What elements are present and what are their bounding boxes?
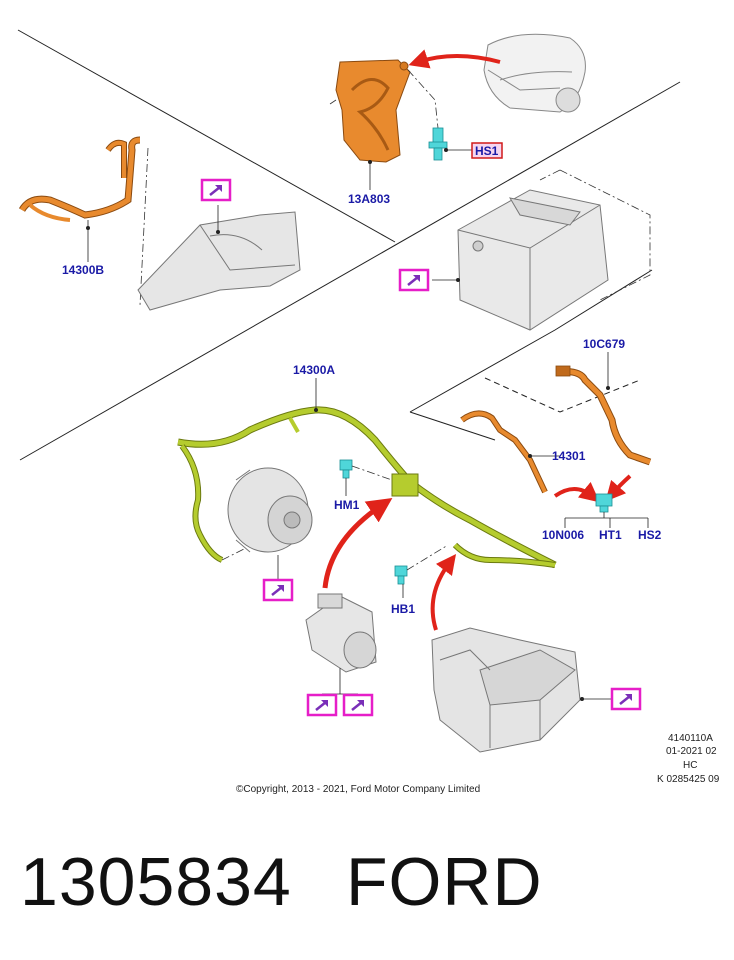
bolt-hb1 [394,565,408,585]
terminal-ht1 [595,493,613,513]
battery [457,189,609,331]
fuse-box-bracket [431,627,581,753]
engine-cover-13a803 [335,59,411,163]
battery-outline-dash [539,169,651,301]
info-line-2: 01-2021 02 [666,746,717,757]
vehicle-front-illustration [483,33,586,113]
torque-symbol-4 [306,693,338,717]
alternator [227,467,313,553]
torque-symbol-3 [262,578,294,602]
bolt-hm1 [339,459,353,479]
callout-hs2[interactable]: HS2 [638,528,662,542]
callout-hs1[interactable]: HS1 [475,144,499,158]
callout-hb1[interactable]: HB1 [391,602,415,616]
info-line-4: K 0285425 09 [657,774,720,785]
cable-10c679 [555,365,652,466]
callout-10c679[interactable]: 10C679 [583,337,625,351]
callout-hs1-box [471,142,503,159]
callout-14300a[interactable]: 14300A [293,363,335,377]
leader-lines-top [329,69,439,129]
flow-arrow-5 [430,554,457,631]
callout-14300b[interactable]: 14300B [62,263,104,277]
callout-10n006[interactable]: 10N006 [542,528,584,542]
info-line-1: 4140110A [668,733,713,744]
torque-symbol-2 [398,268,430,292]
cable-14301 [460,410,548,494]
flow-arrow-2 [553,481,600,503]
callout-13a803[interactable]: 13A803 [348,192,390,206]
flow-arrow-1 [408,49,501,69]
torque-symbol-5 [342,693,374,717]
brand-name: FORD [346,844,543,920]
info-line-3: HC [683,760,697,771]
flow-arrow-4 [322,498,393,589]
torque-symbol-1 [200,178,232,202]
flow-arrow-3 [605,474,632,502]
callout-ht1[interactable]: HT1 [599,528,622,542]
section-dividers [17,29,681,461]
copyright-text: ©Copyright, 2013 - 2021, Ford Motor Comp… [236,784,480,795]
torque-symbol-6 [610,687,642,711]
harness-14300a [177,406,557,569]
part-number: 1305834 [20,844,292,920]
cable-14300b [18,136,141,222]
leader-tree-terminal [564,512,649,528]
bracket-grey [137,211,301,311]
callout-hm1[interactable]: HM1 [334,498,360,512]
starter-motor [305,593,377,673]
bolt-hs1 [428,127,448,161]
callout-14301[interactable]: 14301 [552,449,586,463]
